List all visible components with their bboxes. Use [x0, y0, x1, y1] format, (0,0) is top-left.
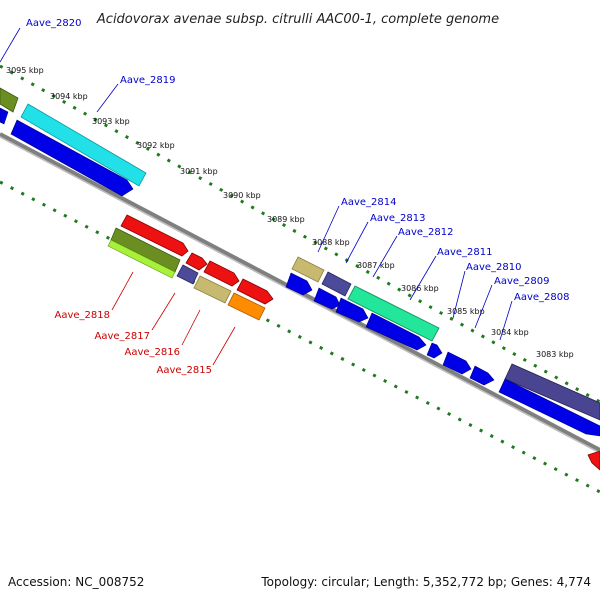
gene-labels-bottom: Aave_2818 Aave_2817 Aave_2816 Aave_2815	[55, 310, 213, 376]
gene-labels-top: Aave_2820 Aave_2819 Aave_2814 Aave_2813 …	[26, 18, 570, 303]
cds-arrow[interactable]	[365, 312, 427, 351]
ruler-label: 3085 kbp	[447, 307, 485, 316]
gene-feature-cyan[interactable]	[20, 103, 147, 187]
gene-feature-red[interactable]	[185, 252, 208, 271]
gene-feature-red[interactable]	[203, 260, 240, 287]
cds-track	[0, 107, 600, 437]
label-leader	[111, 271, 134, 311]
cds-arrow[interactable]	[426, 342, 443, 359]
gene-feature-orange[interactable]	[227, 292, 266, 321]
label-leader	[151, 292, 176, 331]
summary-text: Topology: circular; Length: 5,352,772 bp…	[260, 575, 591, 589]
label-leader	[317, 205, 340, 253]
label-leader	[212, 326, 236, 366]
label-leader	[181, 309, 201, 346]
gene-feature-aquamarine[interactable]	[347, 285, 440, 342]
gene-label[interactable]: Aave_2809	[494, 276, 550, 287]
label-leaders-top	[0, 27, 513, 341]
gene-feature-olive[interactable]	[0, 87, 19, 113]
gene-feature-slate[interactable]	[321, 271, 352, 297]
cds-arrow[interactable]	[285, 272, 313, 296]
gene-feature-slate-long[interactable]	[504, 363, 600, 421]
gene-features-top	[0, 87, 600, 421]
gene-label[interactable]: Aave_2812	[398, 227, 454, 238]
cds-arrow[interactable]	[0, 107, 9, 125]
label-leader	[499, 300, 513, 341]
gene-feature-lime[interactable]	[107, 239, 176, 279]
ruler-label: 3092 kbp	[137, 141, 175, 150]
gene-feature-red[interactable]	[120, 214, 189, 257]
gene-label[interactable]: Aave_2814	[341, 197, 397, 208]
label-leaders-bottom	[111, 271, 236, 366]
label-leader	[474, 284, 493, 329]
gene-feature-red[interactable]	[236, 278, 274, 305]
gene-feature-slate-small[interactable]	[176, 264, 199, 285]
cds-arrow[interactable]	[498, 378, 600, 437]
label-leader	[452, 270, 466, 319]
ruler-label: 3090 kbp	[223, 191, 261, 200]
gene-label[interactable]: Aave_2818	[55, 310, 111, 321]
gene-features-bottom	[107, 214, 600, 471]
ruler-label: 3083 kbp	[536, 350, 574, 359]
gene-label[interactable]: Aave_2813	[370, 213, 426, 224]
gene-label[interactable]: Aave_2811	[437, 247, 493, 258]
cds-arrow[interactable]	[469, 365, 495, 386]
gene-label[interactable]: Aave_2816	[125, 347, 181, 358]
ruler-label: 3094 kbp	[50, 92, 88, 101]
ruler-label: 3086 kbp	[401, 284, 439, 293]
ruler-label: 3091 kbp	[180, 167, 218, 176]
ruler-label: 3095 kbp	[6, 66, 44, 75]
gene-label[interactable]: Aave_2819	[120, 75, 176, 86]
ruler-label: 3084 kbp	[491, 328, 529, 337]
label-leader	[372, 235, 398, 278]
ruler-labels: 3095 kbp 3094 kbp 3093 kbp 3092 kbp 3091…	[6, 66, 574, 359]
cds-arrow[interactable]	[313, 287, 341, 310]
cds-arrow[interactable]	[335, 297, 369, 323]
gene-label[interactable]: Aave_2810	[466, 262, 522, 273]
cds-arrow[interactable]	[442, 351, 472, 375]
gene-feature-tan[interactable]	[291, 256, 325, 283]
ruler-track-inner	[0, 180, 600, 494]
ruler-label: 3093 kbp	[92, 117, 130, 126]
ruler-label: 3087 kbp	[357, 261, 395, 270]
label-leader	[345, 221, 369, 264]
label-leader	[409, 255, 437, 301]
ruler-track-outer	[0, 64, 600, 404]
map-title: Acidovorax avenae subsp. citrulli AAC00-…	[96, 12, 499, 27]
ruler-label: 3089 kbp	[267, 215, 305, 224]
cds-arrow[interactable]	[10, 119, 134, 197]
gene-feature-red-edge[interactable]	[587, 450, 600, 471]
gene-label[interactable]: Aave_2815	[157, 365, 213, 376]
accession-text: Accession: NC_008752	[8, 575, 144, 589]
gene-label[interactable]: Aave_2817	[95, 331, 151, 342]
gene-feature-tan-lower[interactable]	[193, 275, 232, 304]
label-leader	[0, 27, 21, 63]
ruler-label: 3088 kbp	[312, 238, 350, 247]
label-leader	[96, 83, 119, 113]
gene-label[interactable]: Aave_2808	[514, 292, 570, 303]
genome-backbone-shade	[0, 136, 600, 454]
gene-label[interactable]: Aave_2820	[26, 18, 82, 29]
